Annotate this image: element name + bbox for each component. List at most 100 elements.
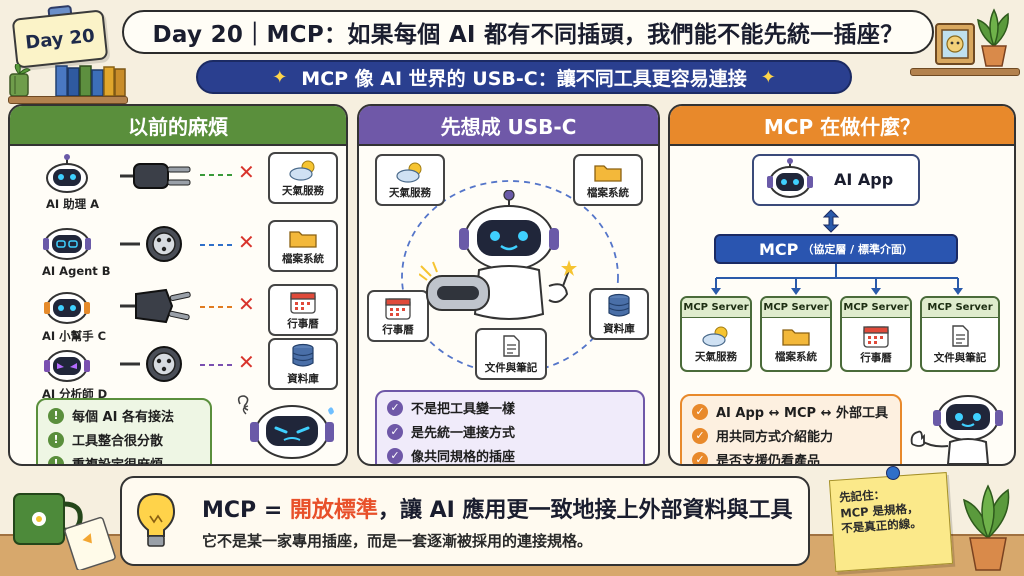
double-arrow-icon xyxy=(822,209,840,233)
mcp-server-label: MCP Server xyxy=(842,298,910,318)
usb-c-notes: ✓不是把工具變一樣 ✓是先統一連接方式 ✓ 像共同規格的插座 xyxy=(375,390,645,465)
panel-title: 以前的麻煩 xyxy=(10,106,346,146)
check-icon: ✓ xyxy=(692,427,708,444)
mcp-server-notes: MCP Server 文件與筆記 xyxy=(920,296,1000,372)
mcp-label: MCP xyxy=(758,239,799,259)
note-item: !重複設定很麻煩 xyxy=(48,454,200,466)
tool-card-database: 資料庫 xyxy=(268,338,338,390)
pin-icon xyxy=(886,466,900,480)
tool-card-calendar: 行事曆 xyxy=(268,284,338,336)
tool-label: 檔案系統 xyxy=(775,350,817,363)
dashed-connector xyxy=(200,364,236,366)
mcp-protocol-bar: MCP （協定層 / 標準介面） xyxy=(714,234,958,264)
note-item: ✓ 是否支援仍看產品 xyxy=(692,450,890,466)
agent-name: AI Agent B xyxy=(42,264,111,278)
plug-icon xyxy=(120,163,191,189)
pointing-robot-icon xyxy=(910,395,1003,464)
note-text: 重複設定很麻煩 xyxy=(72,458,164,466)
agent-name: AI 小幫手 C xyxy=(42,329,107,343)
calendar-icon xyxy=(385,297,411,320)
panel-title-text: MCP 在做什麼？ xyxy=(763,114,921,139)
weather-icon xyxy=(702,326,728,347)
headline-rest: ，讓 AI 應用更一致地接上外部資料與工具 xyxy=(377,498,793,523)
document-icon xyxy=(952,324,969,347)
folder-icon xyxy=(594,164,622,182)
tool-label: 文件與筆記 xyxy=(484,361,538,374)
mcp-server-label: MCP Server xyxy=(682,298,750,318)
panel-previous-trouble: 以前的麻煩 AI 助理 A ✕ 天氣服務 xyxy=(8,104,348,466)
shelf-left xyxy=(8,96,128,104)
branch-connectors xyxy=(711,264,963,295)
summary-subtext: 它不是某一家專用插座，而是一套逐漸被採用的連接規格。 xyxy=(202,532,593,550)
tool-label: 天氣服務 xyxy=(282,184,324,197)
mcp-sublabel: （協定層 / 標準介面） xyxy=(802,243,914,256)
check-icon: ✓ xyxy=(387,447,403,464)
potted-plant-icon xyxy=(963,484,1010,571)
panel-title-text: 先想成 USB-C xyxy=(440,114,577,139)
tool-label: 資料庫 xyxy=(603,322,635,335)
document-icon xyxy=(503,334,520,357)
panel-title: MCP 在做什麼？ xyxy=(670,106,1014,146)
panel-title: 先想成 USB-C xyxy=(359,106,658,146)
note-text: 像共同規格的插座 xyxy=(411,450,516,465)
mcp-server-files: MCP Server 檔案系統 xyxy=(760,296,832,372)
calendar-icon xyxy=(290,291,316,314)
note-item: ✓ AI App ↔ MCP ↔ 外部工具 xyxy=(692,402,890,421)
check-icon: ✓ xyxy=(692,403,708,420)
alert-icon: ! xyxy=(48,407,64,424)
x-mark-icon: ✕ xyxy=(238,230,255,254)
round-plug-icon xyxy=(120,226,182,262)
tool-label: 天氣服務 xyxy=(695,350,737,363)
x-mark-icon: ✕ xyxy=(238,292,255,316)
plant-decoration xyxy=(970,6,1018,68)
robot-icon xyxy=(46,154,88,193)
note-item: ! 每個 AI 各有接法 xyxy=(48,406,200,425)
tool-card-database: 資料庫 xyxy=(589,288,649,340)
x-mark-icon: ✕ xyxy=(238,350,255,374)
ai-app-box: AI App xyxy=(752,154,920,206)
ai-app-label: AI App xyxy=(834,170,894,189)
x-mark-icon: ✕ xyxy=(238,160,255,184)
calendar-icon xyxy=(863,325,889,348)
note-text: 用共同方式介紹能力 xyxy=(716,430,834,445)
robot-icon xyxy=(43,228,91,260)
robot-icon xyxy=(767,158,813,198)
dashed-connector xyxy=(200,306,236,308)
panel-usb-c: 先想成 USB-C 天氣服務 檔案系統 行事曆 資料庫 xyxy=(357,104,660,466)
picture-frame-icon xyxy=(935,23,975,65)
tool-label: 天氣服務 xyxy=(389,186,431,199)
plug-icon xyxy=(120,288,191,324)
note-item: ! 工具整合很分散 xyxy=(48,430,200,449)
check-icon: ✓ xyxy=(692,451,708,464)
tool-label: 資料庫 xyxy=(287,372,319,385)
subtitle-banner: ✦ MCP 像 AI 世界的 USB-C：讓不同工具更容易連接 ✦ xyxy=(196,60,852,94)
agent-row: AI 助理 A ✕ 天氣服務 xyxy=(10,150,346,211)
page-title: Day 20｜MCP：如果每個 AI 都有不同插頭，我們能不能先統一插座？ xyxy=(122,10,934,54)
tool-label: 行事曆 xyxy=(287,317,319,330)
lightbulb-icon xyxy=(136,493,176,547)
round-plug-icon xyxy=(120,346,182,382)
note-text: 工具整合很分散 xyxy=(72,434,164,449)
frame-decoration xyxy=(934,22,976,66)
tool-label: 檔案系統 xyxy=(282,252,324,265)
agent-name: AI 分析師 D xyxy=(42,387,108,401)
note-text: AI App ↔ MCP ↔ 外部工具 xyxy=(716,406,888,421)
subtitle-text: MCP 像 AI 世界的 USB-C：讓不同工具更容易連接 xyxy=(301,67,747,90)
tool-card-weather: 天氣服務 xyxy=(375,154,445,206)
page-title-text: Day 20｜MCP：如果每個 AI 都有不同插頭，我們能不能先統一插座？ xyxy=(152,22,904,48)
database-icon xyxy=(292,343,314,367)
note-text: 每個 AI 各有接法 xyxy=(72,410,174,425)
note-text: 不是把工具變一樣 xyxy=(411,402,516,417)
note-text: 是否支援仍看產品 xyxy=(716,454,821,466)
note-item: ✓是先統一連接方式 xyxy=(387,422,633,441)
dashed-connector xyxy=(200,244,236,246)
mcp-notes: ✓ AI App ↔ MCP ↔ 外部工具 ✓ 用共同方式介紹能力 ✓ 是否支援仍看產… xyxy=(680,394,902,466)
trouble-notes: ! 每個 AI 各有接法 ! 工具整合很分散 !重複設定很麻煩 xyxy=(36,398,212,466)
note-item: ✓不是把工具變一樣 xyxy=(387,398,633,417)
tool-card-files: 檔案系統 xyxy=(573,154,643,206)
mcp-server-weather: MCP Server 天氣服務 xyxy=(680,296,752,372)
alert-icon: ! xyxy=(48,431,64,448)
sparkle-icon: ✦ xyxy=(272,66,288,88)
tool-label: 檔案系統 xyxy=(587,186,629,199)
weather-icon xyxy=(289,160,315,181)
